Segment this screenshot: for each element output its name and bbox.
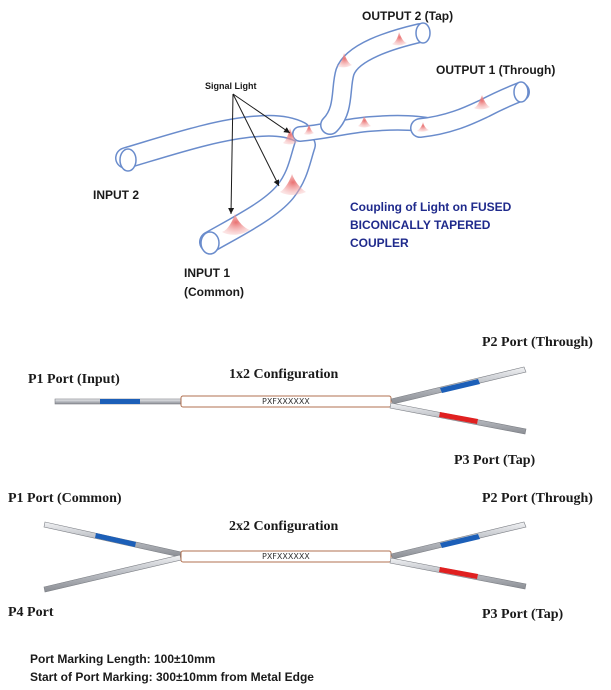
port-marking-blue bbox=[440, 379, 480, 393]
note-marking-start: Start of Port Marking: 300±10mm from Met… bbox=[30, 670, 314, 684]
note-marking-length: Port Marking Length: 100±10mm bbox=[30, 652, 215, 666]
config-1x2-title: 1x2 Configuration bbox=[229, 367, 339, 382]
port-marking-notes: Port Marking Length: 100±10mm Start of P… bbox=[30, 652, 314, 684]
coupler-caption-line3: COUPLER bbox=[350, 236, 409, 250]
p1-input-label: P1 Port (Input) bbox=[28, 372, 120, 387]
output2-label: OUTPUT 2 (Tap) bbox=[362, 9, 453, 23]
config-1x2: 1x2 Configuration P1 Port (Input) P2 Por… bbox=[28, 335, 593, 468]
port-marking-red bbox=[439, 412, 478, 424]
signal-arrow bbox=[228, 93, 235, 215]
input1-label-line1: INPUT 1 bbox=[184, 266, 230, 280]
signal-pulse bbox=[337, 53, 352, 68]
p2-through-fiber-1x2 bbox=[390, 366, 527, 405]
p4-fiber bbox=[43, 554, 182, 593]
p2-through-label-1x2: P2 Port (Through) bbox=[482, 335, 593, 350]
coupler-body-1x2: PXFXXXXXX bbox=[180, 395, 392, 408]
coupler-caption-line1: Coupling of Light on FUSED bbox=[350, 200, 512, 214]
part-number-2x2: PXFXXXXXX bbox=[262, 552, 310, 561]
p3-tap-label-2x2: P3 Port (Tap) bbox=[482, 607, 563, 622]
signal-pulse bbox=[474, 95, 490, 110]
p2-through-label-2x2: P2 Port (Through) bbox=[482, 491, 593, 506]
output2-fiber bbox=[320, 22, 431, 135]
signal-pulse bbox=[283, 128, 298, 145]
signal-pulse bbox=[417, 122, 429, 132]
output1-label: OUTPUT 1 (Through) bbox=[436, 63, 555, 77]
part-number-1x2: PXFXXXXXX bbox=[262, 397, 310, 406]
signal-arrow bbox=[232, 93, 291, 134]
p1-input-fiber bbox=[54, 398, 182, 405]
signal-pulse bbox=[280, 174, 306, 195]
coupler-body-2x2: PXFXXXXXX bbox=[180, 550, 392, 563]
p3-tap-fiber-1x2 bbox=[389, 402, 527, 435]
input1-fiber bbox=[199, 134, 316, 255]
fused-coupler-illustration: OUTPUT 2 (Tap) OUTPUT 1 (Through) Signal… bbox=[93, 9, 555, 299]
signal-light-label: Signal Light bbox=[205, 81, 257, 91]
port-marking-blue bbox=[100, 399, 140, 404]
p3-tap-fiber-2x2 bbox=[389, 557, 527, 590]
p1-common-label: P1 Port (Common) bbox=[8, 491, 122, 506]
signal-pulses bbox=[222, 32, 490, 235]
output1-fiber bbox=[410, 81, 530, 138]
port-marking-blue bbox=[440, 534, 480, 548]
p1-common-fiber bbox=[43, 521, 182, 558]
port-marking-red bbox=[439, 567, 478, 579]
p2-through-fiber-2x2 bbox=[390, 521, 527, 560]
coupler-caption-line2: BICONICALLY TAPERED bbox=[350, 218, 491, 232]
signal-pulse bbox=[304, 124, 314, 135]
signal-light-arrows bbox=[228, 93, 291, 215]
config-2x2-title: 2x2 Configuration bbox=[229, 519, 339, 534]
signal-arrow bbox=[232, 93, 280, 187]
p3-tap-label-1x2: P3 Port (Tap) bbox=[454, 453, 535, 468]
p4-port-label: P4 Port bbox=[8, 605, 54, 620]
signal-pulse bbox=[358, 116, 371, 128]
input1-label-line2: (Common) bbox=[184, 285, 244, 299]
config-2x2: 2x2 Configuration P1 Port (Common) P2 Po… bbox=[8, 491, 593, 622]
signal-pulse bbox=[222, 214, 250, 235]
signal-pulse bbox=[392, 32, 407, 46]
input2-label: INPUT 2 bbox=[93, 188, 139, 202]
port-marking-blue bbox=[95, 533, 136, 547]
input2-fiber bbox=[115, 114, 311, 172]
